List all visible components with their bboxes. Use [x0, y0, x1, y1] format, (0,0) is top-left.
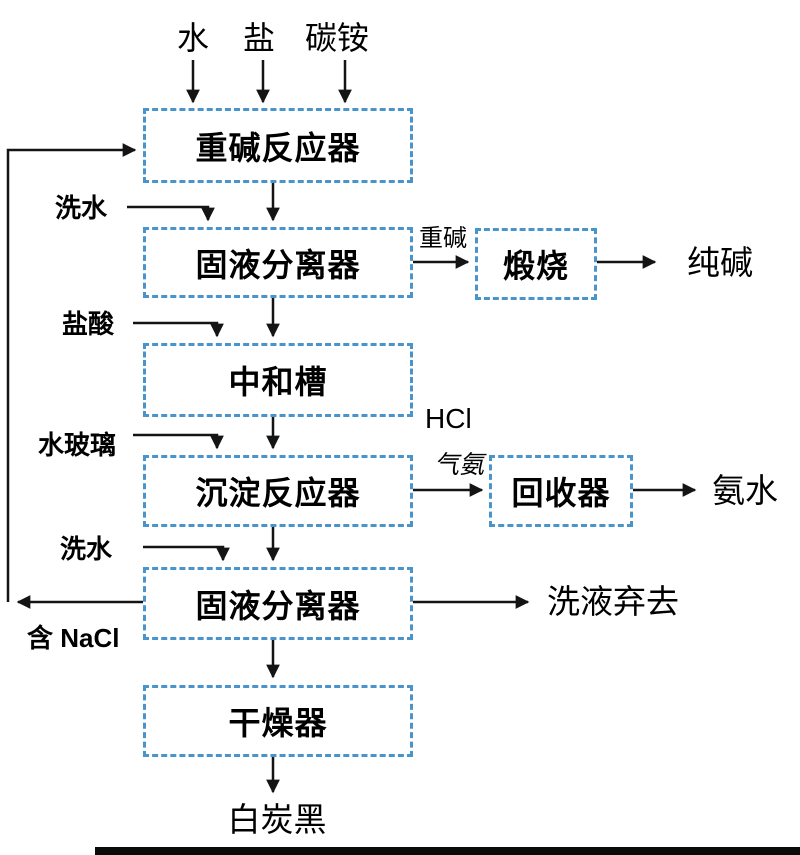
input-label-water-glass: 水玻璃	[38, 430, 117, 460]
input-label-wash-water-1: 洗水	[55, 193, 108, 223]
arrow-washwater2-in	[143, 545, 230, 562]
stream-label-heavy-alkali: 重碱	[419, 225, 467, 252]
input-label-ammonium-bicarbonate: 碳铵	[304, 20, 370, 56]
stream-label-contains-nacl: 含 NaCl	[27, 623, 120, 653]
box-precipitation-reactor: 沉淀反应器	[143, 455, 413, 527]
stream-label-ammonia-gas: 气氨	[433, 451, 485, 479]
input-label-hydrochloric-acid: 盐酸	[62, 309, 115, 339]
box-solid-liquid-separator-2: 固液分离器	[143, 567, 413, 640]
input-label-wash-water-2: 洗水	[60, 534, 113, 564]
arrow-recycle-to-reactor	[6, 143, 137, 602]
stream-label-hcl: HCl	[425, 403, 472, 434]
box-dryer: 干燥器	[143, 685, 413, 757]
box-neutralization-tank: 中和槽	[143, 343, 413, 417]
box-calciner: 煅烧	[475, 228, 597, 300]
output-label-white-carbon-black: 白炭黑	[227, 801, 327, 838]
box-solid-liquid-separator-1: 固液分离器	[143, 227, 413, 298]
bottom-edge-bar	[95, 847, 800, 855]
output-label-wash-liquid-discard: 洗液弃去	[547, 583, 679, 620]
input-label-salt: 盐	[242, 20, 276, 56]
arrow-waterglass-in	[133, 433, 224, 450]
output-label-ammonia-water: 氨水	[712, 472, 778, 509]
box-recovery-unit: 回收器	[489, 455, 633, 527]
input-label-water: 水	[176, 20, 210, 56]
arrow-acid-in	[133, 321, 224, 338]
output-label-soda-ash: 纯碱	[687, 244, 753, 281]
box-heavy-alkali-reactor: 重碱反应器	[143, 108, 413, 183]
arrow-washwater1-in	[127, 205, 215, 222]
